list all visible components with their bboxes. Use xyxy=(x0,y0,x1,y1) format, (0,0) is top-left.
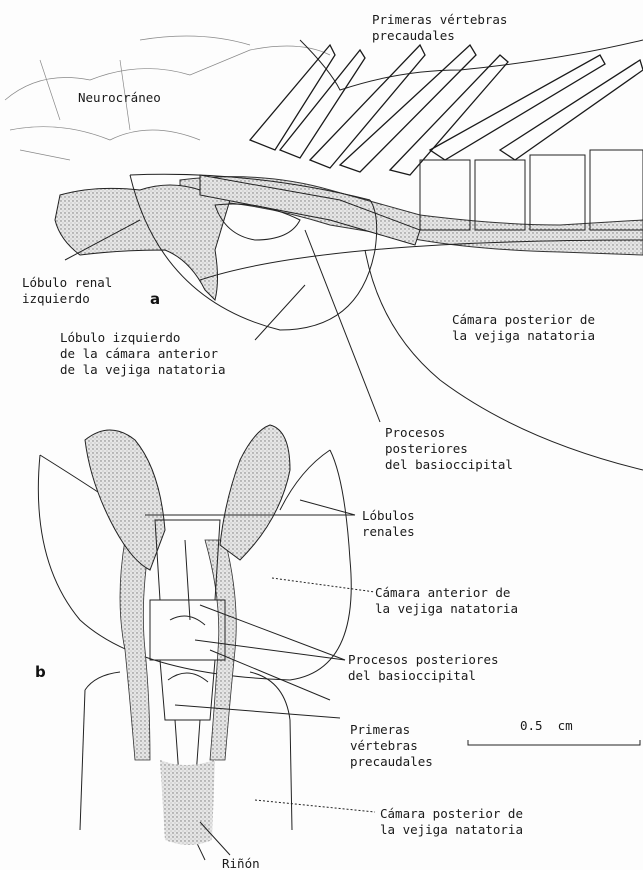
label-neurocraneo: Neurocráneo xyxy=(78,90,161,106)
scale-bar-label: 0.5 cm xyxy=(520,718,573,734)
label-camara-anterior-b: Cámara anterior de la vejiga natatoria xyxy=(375,585,518,617)
label-procesos-a: Procesos posteriores del basioccipital xyxy=(385,425,513,473)
label-camara-posterior-a: Cámara posterior de la vejiga natatoria xyxy=(452,312,595,344)
label-rinon: Riñón xyxy=(222,856,260,870)
panel-a-letter: a xyxy=(150,290,160,308)
label-primeras-vertebras-a: Primeras vértebras precaudales xyxy=(372,12,507,44)
label-lobulo-izquierdo-camara-anterior: Lóbulo izquierdo de la cámara anterior d… xyxy=(60,330,226,378)
label-camara-posterior-b: Cámara posterior de la vejiga natatoria xyxy=(380,806,523,838)
label-lobulo-renal-izquierdo: Lóbulo renal izquierdo xyxy=(22,275,112,307)
panel-b-letter: b xyxy=(35,663,46,681)
label-procesos-b: Procesos posteriores del basioccipital xyxy=(348,652,499,684)
label-lobulos-renales: Lóbulos renales xyxy=(362,508,415,540)
panel-b-drawing xyxy=(38,425,640,860)
label-primeras-vertebras-b: Primeras vértebras precaudales xyxy=(350,722,433,770)
